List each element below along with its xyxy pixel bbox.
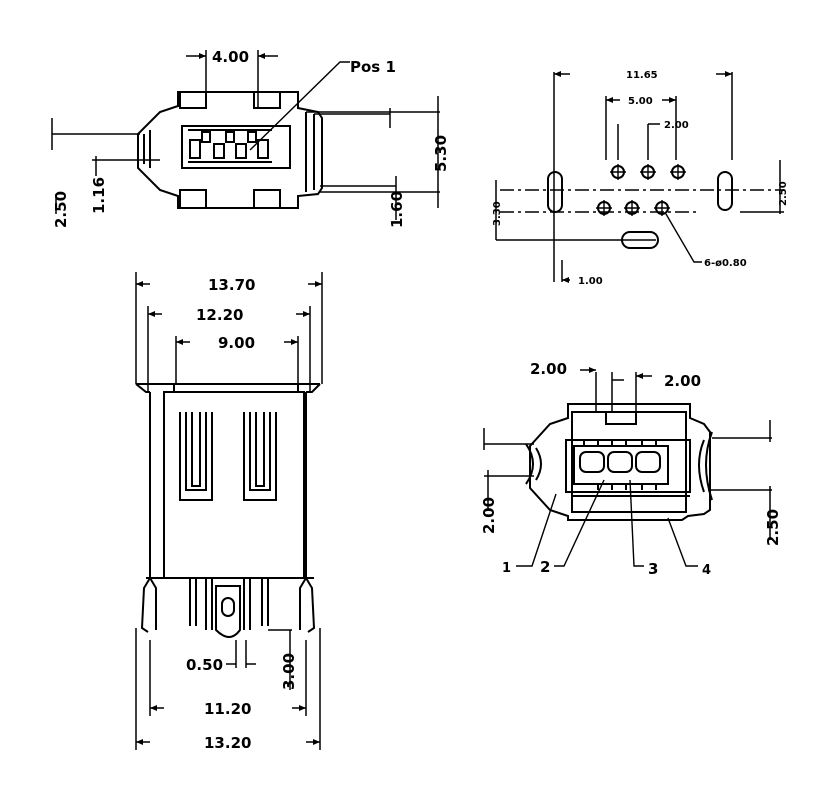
- bottom-left-side-view: [135, 272, 323, 750]
- bottom-right-rear-view: [483, 367, 772, 567]
- dim-2-00-b: 2.00: [664, 372, 701, 390]
- dim-13-20: 13.20: [204, 734, 251, 752]
- hole-spec: 6-ø0.80: [704, 258, 747, 269]
- callout-2: 2: [540, 558, 550, 576]
- dim-2-50-rear: 2.50: [764, 509, 782, 546]
- dim-0-50: 0.50: [186, 656, 223, 674]
- callout-1: 1: [502, 561, 511, 576]
- dim-3-00: 3.00: [280, 653, 298, 690]
- pcb-holes: [596, 164, 686, 216]
- dim-9-00: 9.00: [218, 334, 255, 352]
- dim-5-30: 5.30: [432, 135, 450, 172]
- dim-4-00: 4.00: [212, 48, 249, 66]
- bottom-right-labels: 2.00 2.00 2.00 2.50 1 2 3 4: [480, 360, 782, 578]
- top-right-labels: 11.65 5.00 2.00 2.50 3.30 1.00 6-ø0.80: [492, 70, 789, 287]
- top-left-front-view: [51, 50, 440, 220]
- callout-3: 3: [648, 560, 658, 578]
- top-left-labels: 4.00 Pos 1 5.30 2.50 1.16 1.60: [52, 48, 450, 228]
- dim-2-00-a: 2.00: [530, 360, 567, 378]
- dim-2-00-pcb: 2.00: [664, 120, 689, 131]
- dim-1-60: 1.60: [388, 191, 406, 228]
- dim-2-00-c: 2.00: [480, 497, 498, 534]
- dim-1-00-pcb: 1.00: [578, 276, 603, 287]
- dim-13-70: 13.70: [208, 276, 255, 294]
- pos-1-label: Pos 1: [350, 58, 396, 76]
- bottom-left-labels: 13.70 12.20 9.00 0.50 3.00 11.20 13.20: [186, 276, 298, 752]
- dim-1-16: 1.16: [90, 177, 108, 214]
- dim-11-65: 11.65: [626, 70, 658, 81]
- top-right-pcb-layout: [495, 71, 784, 282]
- dim-3-30-pcb: 3.30: [492, 201, 503, 226]
- dim-2-50-pcb: 2.50: [778, 181, 789, 206]
- dim-2-50: 2.50: [52, 191, 70, 228]
- callout-4: 4: [702, 563, 711, 578]
- dim-5-00: 5.00: [628, 96, 653, 107]
- dim-11-20: 11.20: [204, 700, 251, 718]
- dim-12-20: 12.20: [196, 306, 243, 324]
